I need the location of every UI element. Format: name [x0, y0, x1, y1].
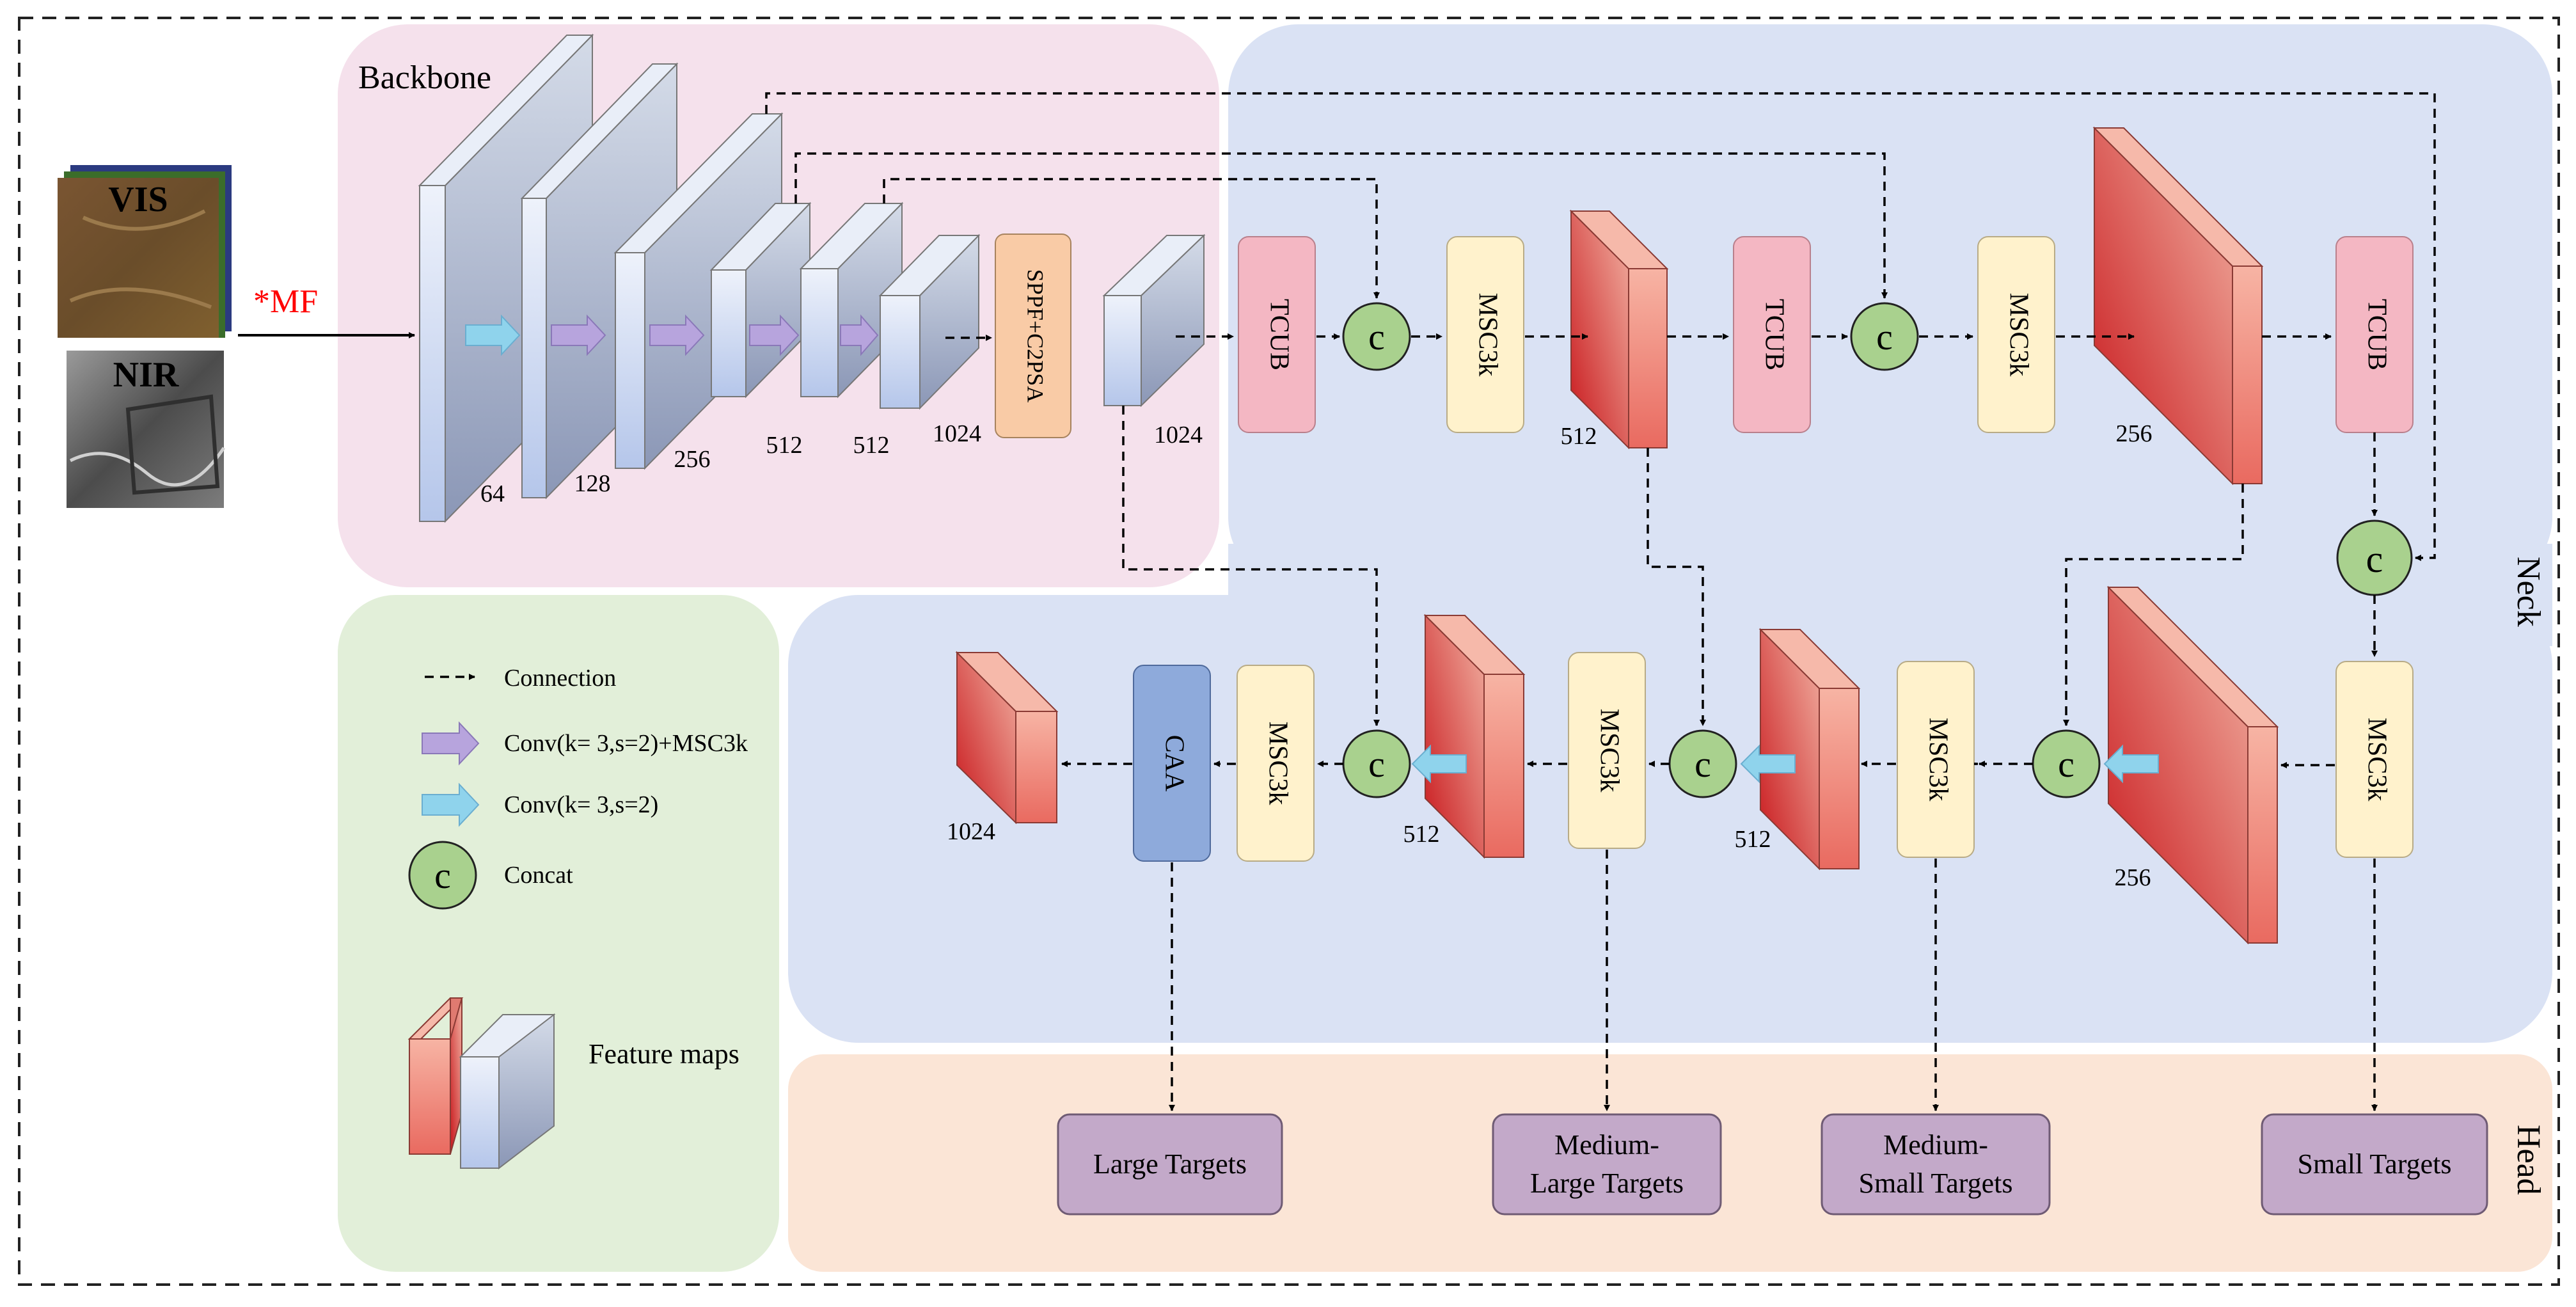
msc3k-block-3: [2335, 661, 2414, 858]
head-title: Head: [2510, 1125, 2547, 1195]
channel-label: 1024: [947, 818, 995, 845]
msc3k-label: MSC3k: [1594, 709, 1624, 793]
vis-label: VIS: [108, 180, 168, 219]
medium-small-targets-box: [1821, 1113, 2051, 1216]
sppf-c2psa-block: [995, 234, 1071, 438]
caa-block: [1133, 665, 1211, 862]
channel-label: 512: [1561, 423, 1597, 450]
legend-concat-icon: [408, 841, 477, 910]
nir-image: NIR: [67, 351, 226, 508]
legend-conv-label: Conv(k= 3,s=2): [504, 791, 658, 818]
msc3k-label: MSC3k: [2003, 293, 2033, 377]
channel-label: 512: [766, 432, 803, 459]
channel-label: 128: [574, 470, 611, 497]
conv-arrow-icon: [2103, 744, 2159, 784]
medium-large-label-2: Large Targets: [1530, 1168, 1684, 1199]
neck-fm-256-top: [2092, 126, 2264, 486]
concat-label: c: [1876, 316, 1893, 358]
tcub-block-2: [1733, 236, 1811, 433]
channel-label: 256: [674, 446, 711, 473]
large-targets-box: [1057, 1113, 1283, 1216]
fusion-label: *MF: [253, 283, 318, 320]
sppf-output-fm: [1102, 234, 1206, 408]
legend-conv-msc-arrow-icon: [422, 721, 480, 766]
backbone-fm-5: [799, 202, 904, 399]
msc3k-block-2: [1977, 236, 2055, 433]
channel-label: 512: [853, 432, 890, 459]
msc3k-label: MSC3k: [1263, 722, 1292, 805]
tcub-label: TCUB: [1264, 299, 1293, 370]
legend-concat-label: Concat: [504, 862, 573, 889]
concat-icon: [1342, 302, 1411, 371]
backbone-title: Backbone: [358, 59, 491, 96]
msc3k-label: MSC3k: [2362, 718, 2391, 802]
sppf-label: SPPF+C2PSA: [1023, 269, 1048, 402]
msc3k-block-6: [1237, 665, 1315, 862]
tcub-block-1: [1238, 236, 1316, 433]
channel-label: 64: [480, 480, 505, 507]
msc3k-label: MSC3k: [1923, 718, 1952, 802]
conv-arrow-icon: [1740, 744, 1796, 784]
legend-conv-msc-label: Conv(k= 3,s=2)+MSC3k: [504, 730, 748, 757]
medium-large-label-1: Medium-: [1554, 1129, 1659, 1160]
msc3k-block-1: [1446, 236, 1524, 433]
concat-icon: [1850, 302, 1919, 371]
vis-image: VIS: [58, 165, 232, 338]
conv-arrow-icon: [465, 314, 521, 356]
medium-small-label-1: Medium-: [1883, 1129, 1988, 1160]
medium-small-label-2: Small Targets: [1859, 1168, 2013, 1199]
small-targets-box: [2261, 1113, 2488, 1216]
legend-conv-arrow-icon: [422, 782, 480, 827]
channel-label: 256: [2115, 864, 2151, 891]
conv-msc-arrow-icon: [840, 314, 879, 356]
legend-connection-label: Connection: [504, 665, 616, 692]
outer-frame: [18, 17, 2560, 1286]
backbone-fm-2: [520, 62, 679, 500]
msc3k-label: MSC3k: [1473, 293, 1502, 377]
concat-label: c: [1368, 316, 1385, 358]
channel-label: 512: [1735, 826, 1771, 853]
connections: [765, 92, 2436, 1111]
concat-label: c: [2058, 743, 2074, 785]
neck-fm-1024-out: [955, 651, 1059, 825]
conv-msc-arrow-icon: [749, 314, 800, 356]
legend-panel: [338, 595, 779, 1272]
legend-feature-maps-icon: [407, 997, 556, 1170]
backbone-fm-4: [709, 202, 812, 399]
channel-label: 1024: [1154, 422, 1203, 448]
tcub-label: TCUB: [1759, 299, 1789, 370]
conv-msc-arrow-icon: [551, 314, 606, 356]
channel-label: 512: [1403, 821, 1440, 848]
neck-title: Neck: [2510, 557, 2547, 627]
msc3k-block-4: [1897, 661, 1975, 858]
nir-label: NIR: [113, 355, 179, 395]
large-targets-label: Large Targets: [1093, 1148, 1247, 1180]
caa-label: CAA: [1159, 735, 1189, 792]
conv-arrow-icon: [1411, 744, 1467, 784]
concat-label: c: [1368, 743, 1385, 785]
neck-fm-512-top: [1569, 209, 1669, 450]
neck-fm-256-bottom: [2106, 585, 2279, 945]
conv-msc-arrow-icon: [649, 314, 705, 356]
neck-fm-512-mid: [1758, 628, 1861, 871]
backbone-fm-6: [878, 234, 981, 410]
small-targets-label: Small Targets: [2298, 1148, 2452, 1180]
neck-fm-512-left: [1423, 614, 1526, 859]
tcub-label: TCUB: [2362, 299, 2391, 370]
channel-label: 256: [2116, 420, 2153, 447]
channel-label: 1024: [933, 420, 981, 447]
concat-label: c: [2366, 538, 2383, 580]
concat-label: c: [1695, 743, 1711, 785]
legend-concat-symbol: c: [434, 855, 451, 896]
msc3k-block-5: [1568, 652, 1646, 849]
medium-large-targets-box: [1492, 1113, 1722, 1216]
legend-feature-maps-label: Feature maps: [589, 1038, 739, 1070]
